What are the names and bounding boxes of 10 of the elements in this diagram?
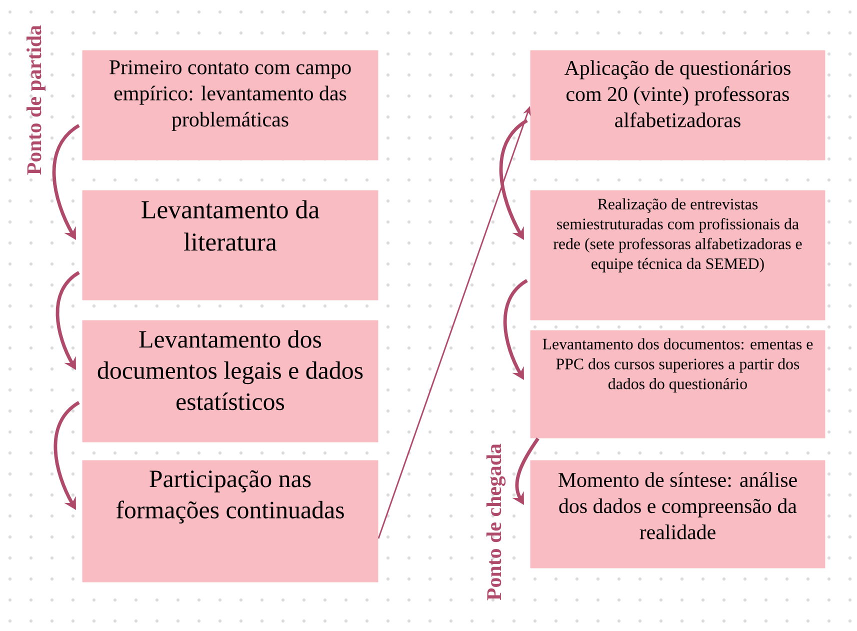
process-box: Aplicação de questionários com 20 (vinte) professoras alfabetizadoras [530, 50, 826, 160]
process-box: Levantamento dos documentos: ementas e PPC dos cursos superiores a partir dos dados do questionário [530, 330, 826, 438]
process-box: Primeiro contato com campo empírico: levantamento das problemáticas [82, 50, 378, 160]
process-box: Participação nas formações continuadas [82, 460, 378, 582]
process-box: Levantamento dos documentos legais e dados estatísticos [82, 320, 378, 442]
side-label: Ponto de partida [26, 25, 46, 175]
process-box: Levantamento da literatura [82, 190, 378, 300]
side-label: Ponto de chegada [486, 444, 506, 600]
process-box: Momento de síntese: análise dos dados e compreensão da realidade [530, 460, 826, 568]
process-box: Realização de entrevistas semiestruturadas com profissionais da rede (sete professoras alfabetizadoras e equipe técnica da SEMED) [530, 190, 826, 320]
